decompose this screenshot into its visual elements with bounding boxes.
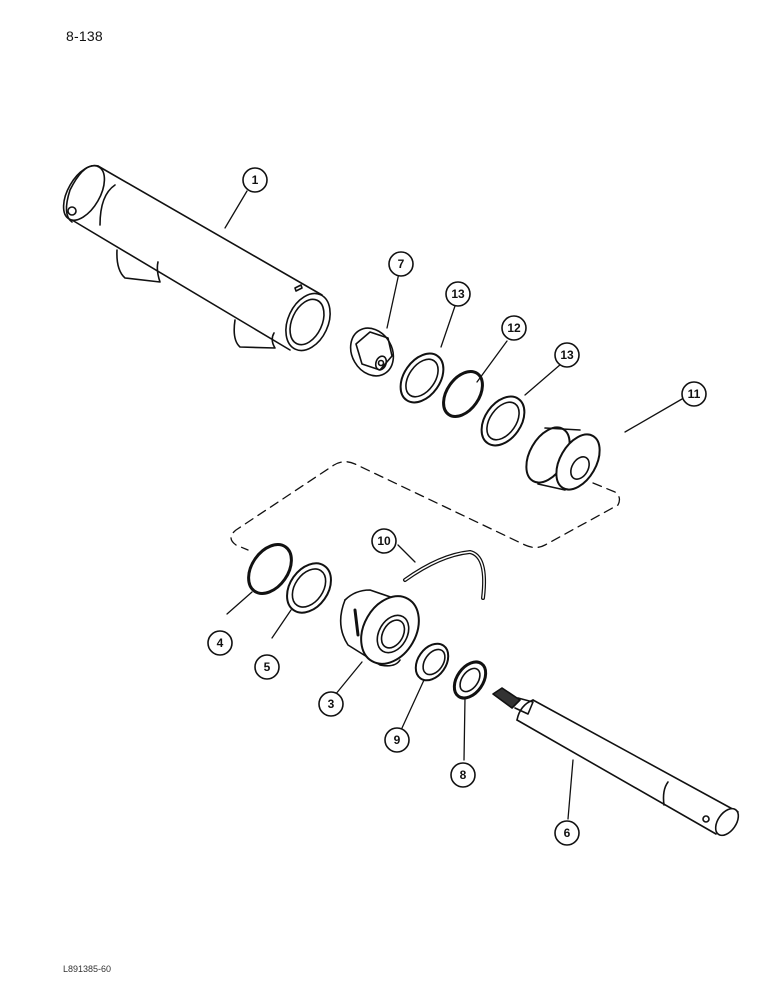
callout-7: 7 bbox=[388, 251, 414, 277]
callout-9: 9 bbox=[384, 727, 410, 753]
figure-code: L891385-60 bbox=[63, 964, 112, 974]
svg-text:5: 5 bbox=[264, 660, 271, 674]
backup-ring-13a bbox=[399, 352, 445, 404]
gland bbox=[339, 589, 420, 667]
callout-12: 12 bbox=[501, 315, 527, 341]
callout-13b: 13 bbox=[554, 342, 580, 368]
seal-9 bbox=[414, 642, 450, 682]
svg-text:6: 6 bbox=[564, 826, 571, 840]
assembly-dashed-line bbox=[230, 461, 621, 551]
callout-6: 6 bbox=[554, 820, 580, 846]
o-ring-4 bbox=[247, 543, 293, 595]
page-number: 8-138 bbox=[66, 28, 103, 44]
svg-text:3: 3 bbox=[328, 697, 335, 711]
svg-text:11: 11 bbox=[688, 387, 701, 401]
callout-11: 11 bbox=[681, 381, 707, 407]
svg-text:13: 13 bbox=[560, 348, 574, 362]
svg-text:9: 9 bbox=[394, 733, 401, 747]
svg-text:7: 7 bbox=[398, 257, 405, 271]
callout-13a: 13 bbox=[445, 281, 471, 307]
svg-text:4: 4 bbox=[217, 636, 224, 650]
callout-1: 1 bbox=[242, 167, 268, 193]
svg-text:8: 8 bbox=[460, 768, 467, 782]
svg-text:12: 12 bbox=[507, 321, 521, 335]
cylinder-barrel bbox=[62, 164, 331, 352]
callout-5: 5 bbox=[254, 654, 280, 680]
wire-ring bbox=[403, 550, 487, 600]
backup-ring-13b bbox=[480, 395, 526, 447]
svg-text:10: 10 bbox=[377, 534, 391, 548]
o-ring-12 bbox=[442, 370, 484, 418]
svg-text:13: 13 bbox=[451, 287, 465, 301]
svg-text:1: 1 bbox=[252, 173, 259, 187]
callout-10: 10 bbox=[371, 528, 397, 554]
piston bbox=[525, 426, 601, 491]
piston-rod bbox=[492, 687, 740, 837]
callout-8: 8 bbox=[450, 762, 476, 788]
callout-4: 4 bbox=[207, 630, 233, 656]
nut bbox=[349, 327, 395, 377]
wiper-8 bbox=[452, 660, 488, 700]
leader-lines bbox=[224, 190, 683, 820]
callout-3: 3 bbox=[318, 691, 344, 717]
backup-ring-5 bbox=[286, 562, 332, 614]
